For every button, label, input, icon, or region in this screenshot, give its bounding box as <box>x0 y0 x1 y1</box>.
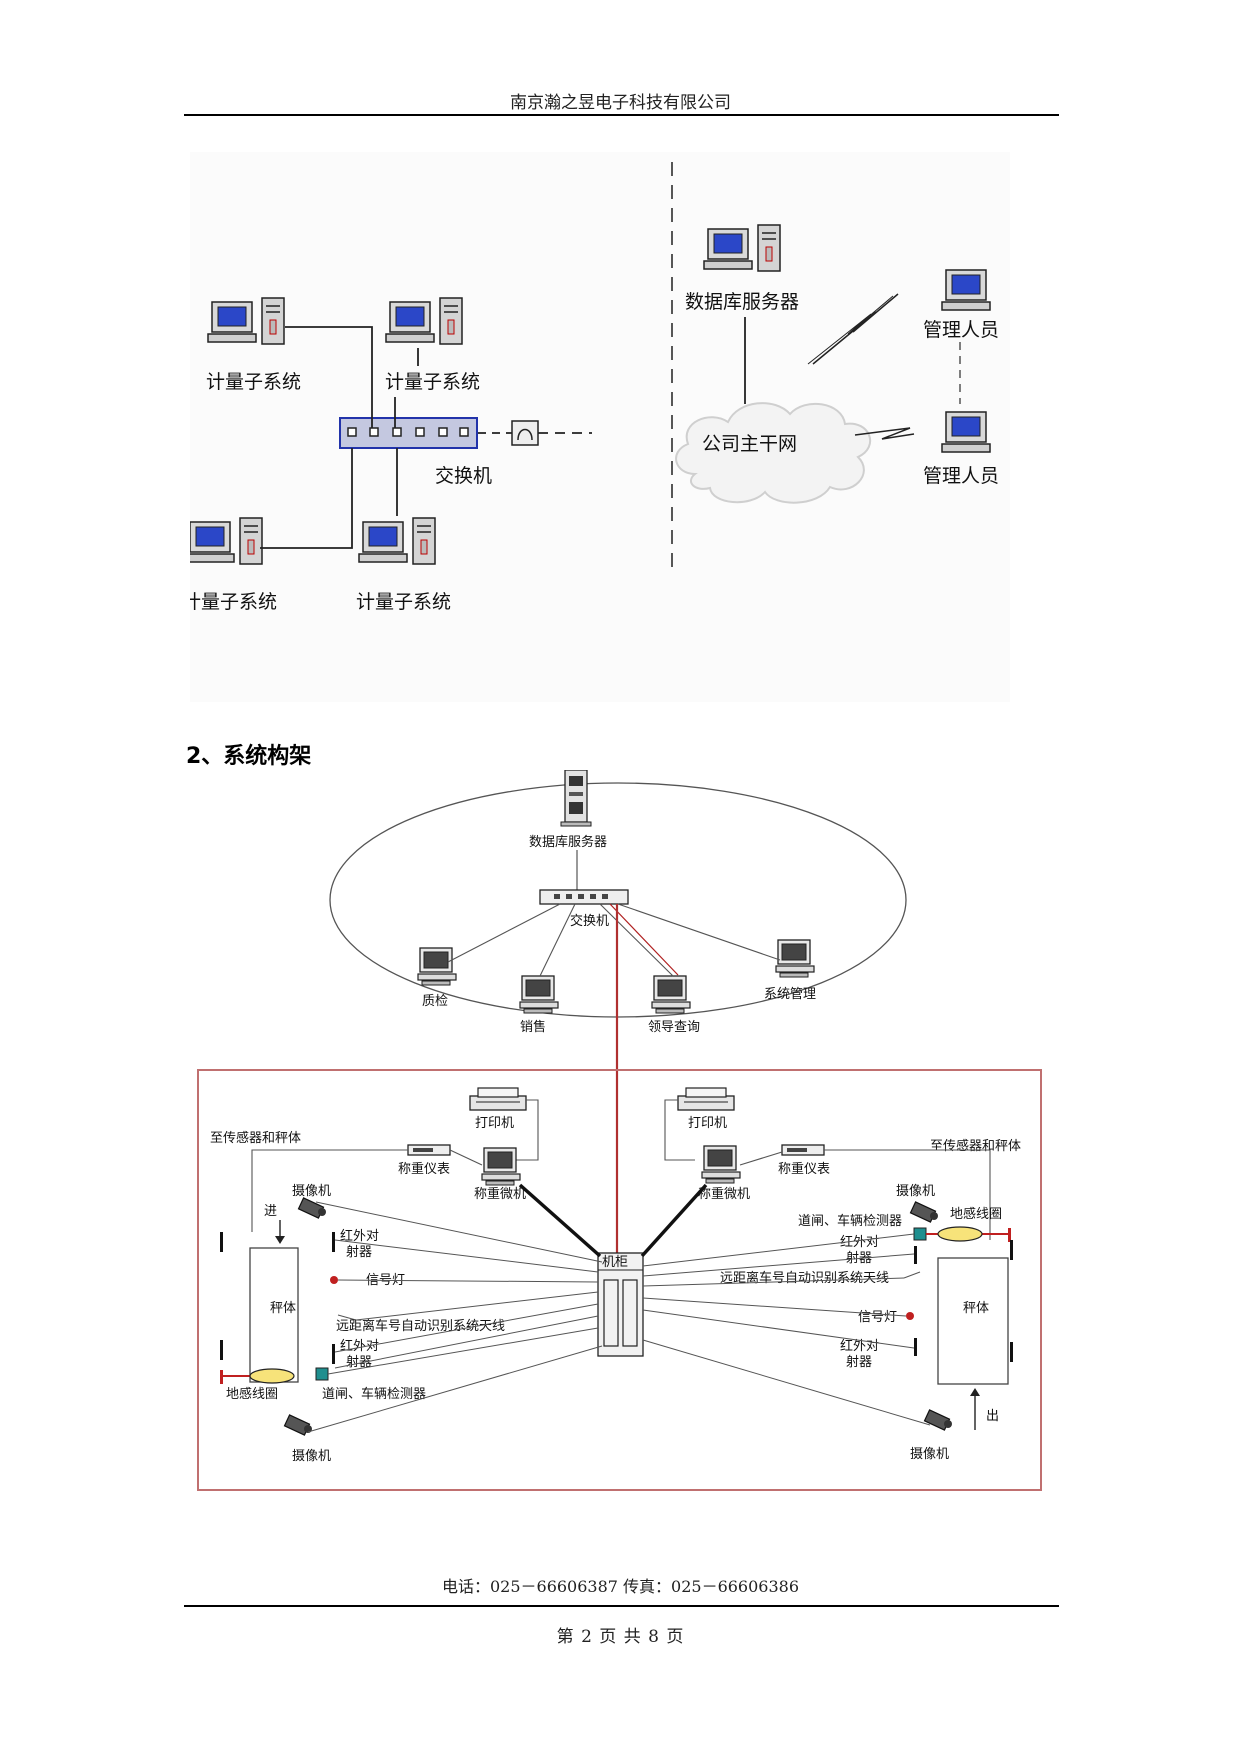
fig2-label-camera-top-right: 摄像机 <box>896 1184 935 1199</box>
fig2-label-sales: 销售 <box>520 1019 546 1035</box>
fig2-label-camera-bottom-left: 摄像机 <box>292 1449 331 1464</box>
fig2-label-leader-query: 领导查询 <box>648 1020 700 1035</box>
subsystem-3-icon <box>190 517 263 565</box>
quality-pc-icon <box>417 947 457 986</box>
fig2-label-ir-left-top-2: 射器 <box>346 1244 372 1260</box>
header-rule <box>184 114 1059 116</box>
fig2-label-to-sensor-right: 至传感器和秤体 <box>930 1138 1021 1154</box>
fig2-label-scale-pc-left: 称重微机 <box>474 1186 526 1202</box>
fig2-label-db-server: 数据库服务器 <box>529 834 607 850</box>
fig2-label-ir-left-top-1: 红外对 <box>340 1228 379 1244</box>
footer-rule <box>184 1605 1059 1607</box>
footer-contact: 电话：025－66606387 传真：025－66606386 <box>441 1577 800 1596</box>
leader-pc-icon <box>651 975 691 1014</box>
fig1-label-subsystem-3: 计量子系统 <box>190 591 277 613</box>
fig2-label-scale-pc-right: 称重微机 <box>698 1186 750 1202</box>
fig1-label-backbone: 公司主干网 <box>702 433 797 455</box>
switch-icon <box>339 417 478 449</box>
figure-system-architecture: 数据库服务器 交换机 质检 销售 领导查询 系统管理 机柜 打印机 至传感器和秤… <box>190 770 1060 1510</box>
subsystem-2-icon <box>385 297 463 345</box>
fig2-label-ir-left-bottom-1: 红外对 <box>340 1338 379 1354</box>
fig1-label-subsystem-4: 计量子系统 <box>356 591 451 613</box>
fig2-label-scale-meter-left: 称重仪表 <box>398 1161 450 1177</box>
fig2-label-scale-body-right: 秤体 <box>963 1301 989 1316</box>
fig1-label-manager-2: 管理人员 <box>923 465 999 487</box>
fig2-label-cabinet: 机柜 <box>602 1255 628 1270</box>
fig2-label-printer-right: 打印机 <box>688 1116 727 1131</box>
fig1-label-subsystem-2: 计量子系统 <box>385 371 480 393</box>
page-number: 第 2 页 共 8 页 <box>556 1627 685 1647</box>
fig2-label-barrier-right: 道闸、车辆检测器 <box>798 1213 902 1229</box>
header-company: 南京瀚之昱电子科技有限公司 <box>510 93 731 113</box>
loop-left-icon <box>249 1368 295 1384</box>
fig2-label-antenna-right: 远距离车号自动识别系统天线 <box>720 1270 889 1286</box>
scale-body-right-icon <box>937 1257 1009 1385</box>
fig1-label-db-server: 数据库服务器 <box>685 291 799 313</box>
sales-pc-icon <box>519 975 559 1014</box>
fig2-label-scale-body-left: 秤体 <box>270 1301 296 1316</box>
fig2-label-ir-left-bottom-2: 射器 <box>346 1354 372 1370</box>
fig2-label-barrier-left: 道闸、车辆检测器 <box>322 1386 426 1402</box>
fig1-label-switch: 交换机 <box>435 465 492 487</box>
fig2-label-camera-bottom-right: 摄像机 <box>910 1447 949 1462</box>
fig2-label-exit: 出 <box>986 1409 999 1424</box>
scale-meter-left-icon <box>407 1144 451 1156</box>
router-icon <box>511 420 539 446</box>
db-server-icon <box>703 224 781 272</box>
fig2-label-loop-left: 地感线圈 <box>226 1386 278 1402</box>
fig1-label-subsystem-1: 计量子系统 <box>206 371 301 393</box>
figure-network-topology: 数据库服务器 公司主干网 管理人员 管理人员 交换机 计量子系统 计量子系统 计… <box>190 152 1010 702</box>
subsystem-4-icon <box>358 517 436 565</box>
fig2-label-ir-right-top-1: 红外对 <box>840 1234 879 1250</box>
fig2-label-signal-right: 信号灯 <box>858 1310 897 1325</box>
fig2-label-scale-meter-right: 称重仪表 <box>778 1161 830 1177</box>
subsystem-1-icon <box>207 297 285 345</box>
fig2-label-quality: 质检 <box>422 994 448 1009</box>
fig2-label-antenna-left: 远距离车号自动识别系统天线 <box>336 1318 505 1334</box>
loop-right-icon <box>937 1226 983 1242</box>
fig2-db-server-icon <box>560 770 592 827</box>
fig2-label-sys-admin: 系统管理 <box>764 987 816 1002</box>
scale-pc-left-icon <box>481 1147 521 1186</box>
fig2-label-to-sensor-left: 至传感器和秤体 <box>210 1130 301 1146</box>
scale-meter-right-icon <box>781 1144 825 1156</box>
fig2-label-switch: 交换机 <box>570 913 609 929</box>
printer-right-icon <box>677 1087 735 1111</box>
manager-1-icon <box>941 269 991 311</box>
printer-left-icon <box>469 1087 527 1111</box>
fig2-label-camera-top-left: 摄像机 <box>292 1184 331 1199</box>
fig2-label-enter: 进 <box>264 1204 277 1219</box>
fig2-label-ir-right-bottom-2: 射器 <box>846 1354 872 1370</box>
manager-2-icon <box>941 411 991 453</box>
backbone-cloud-icon <box>675 402 871 504</box>
fig2-label-printer-left: 打印机 <box>475 1116 514 1131</box>
fig2-label-loop-right: 地感线圈 <box>950 1206 1002 1222</box>
admin-pc-icon <box>775 939 815 978</box>
fig1-label-manager-1: 管理人员 <box>923 319 999 341</box>
scale-pc-right-icon <box>701 1145 741 1184</box>
section-heading: 2、系统构架 <box>186 744 312 769</box>
